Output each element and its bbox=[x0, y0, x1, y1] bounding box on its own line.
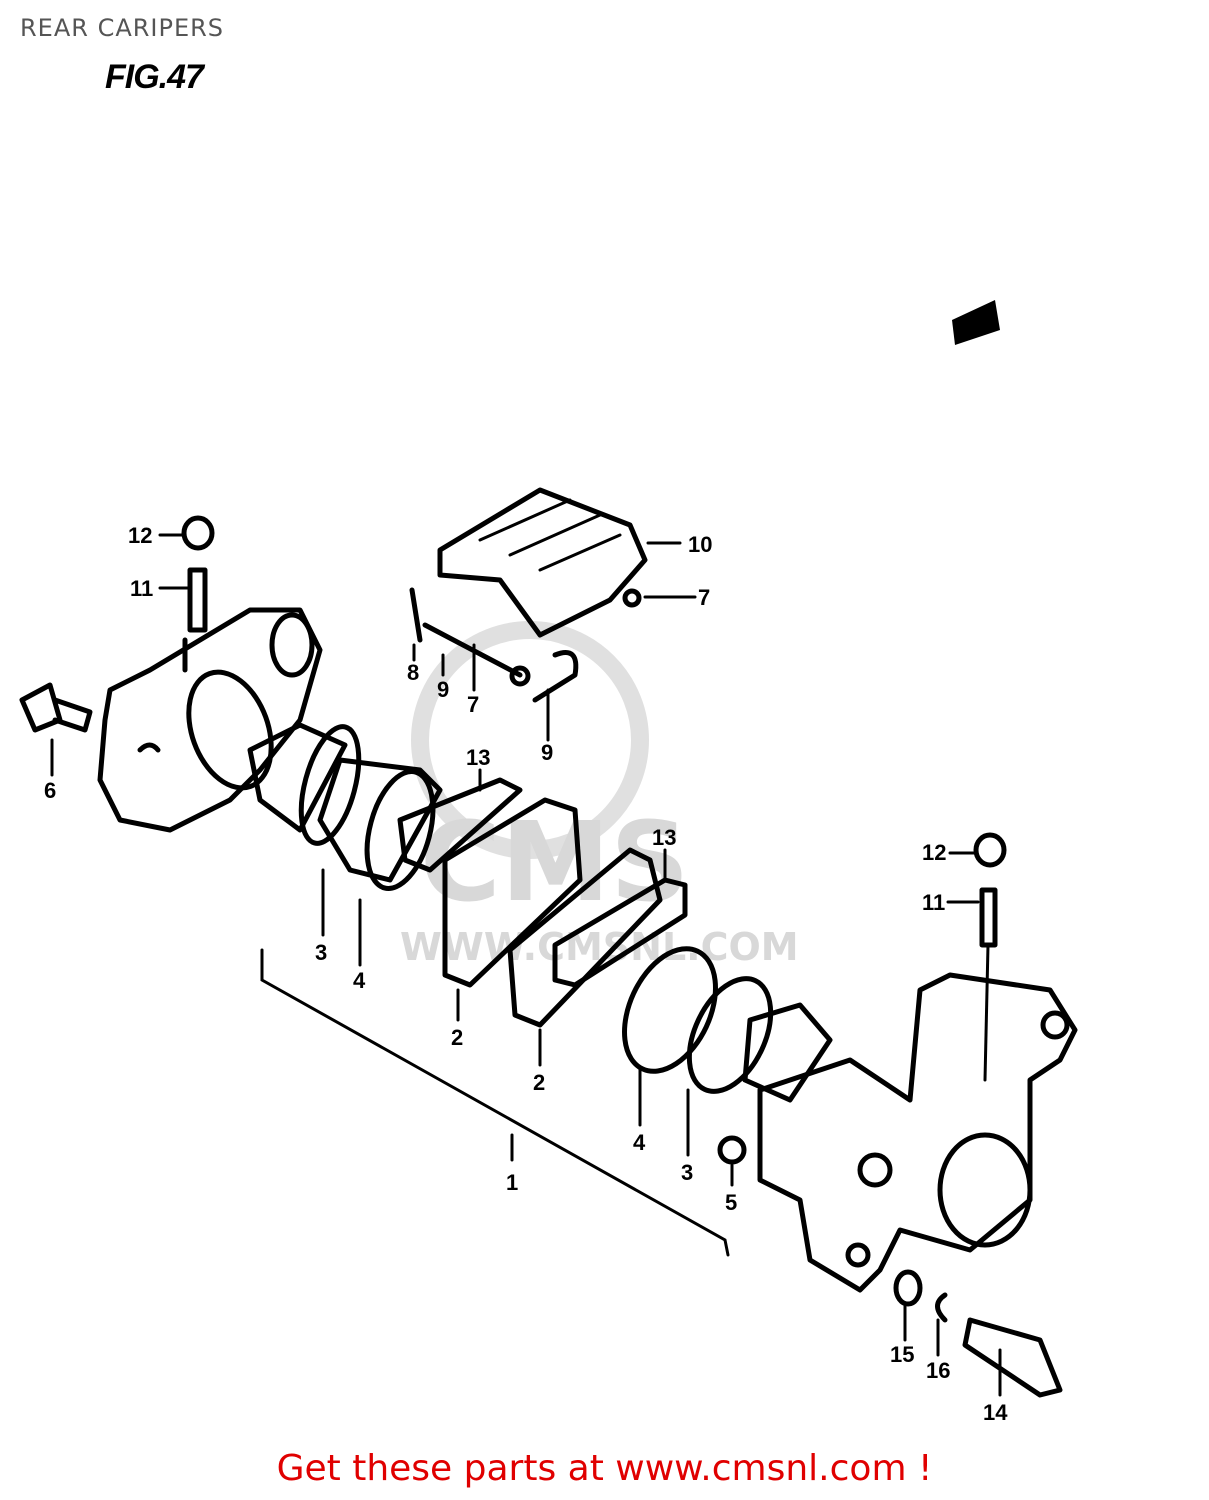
bolt-14 bbox=[893, 1269, 1063, 1398]
label-12b: 12 bbox=[922, 840, 946, 865]
bolt-6 bbox=[19, 682, 93, 733]
label-2a: 2 bbox=[451, 1025, 463, 1050]
watermark: CMS WWW.CMSNL.COM bbox=[400, 621, 799, 969]
label-13a: 13 bbox=[466, 745, 490, 770]
label-3a: 3 bbox=[315, 940, 327, 965]
label-5: 5 bbox=[725, 1190, 737, 1215]
page-title: REAR CARIPERS bbox=[20, 14, 225, 42]
assembly-bracket bbox=[260, 948, 730, 1257]
label-14: 14 bbox=[983, 1400, 1008, 1425]
label-2b: 2 bbox=[533, 1070, 545, 1095]
label-1: 1 bbox=[506, 1170, 518, 1195]
label-11: 11 bbox=[130, 576, 153, 601]
label-9a: 9 bbox=[437, 677, 449, 702]
pad-spring-10 bbox=[437, 487, 648, 638]
right-bleeder-cap bbox=[973, 832, 1007, 1082]
label-4b: 4 bbox=[633, 1130, 646, 1155]
right-caliper-body bbox=[757, 972, 1078, 1293]
label-13b: 13 bbox=[652, 825, 676, 850]
left-caliper-body bbox=[97, 607, 323, 833]
label-15: 15 bbox=[890, 1342, 914, 1367]
label-6: 6 bbox=[44, 778, 56, 803]
label-3b: 3 bbox=[681, 1160, 693, 1185]
label-11b: 11 bbox=[922, 890, 945, 915]
label-9b: 9 bbox=[541, 740, 553, 765]
footer-link[interactable]: Get these parts at www.cmsnl.com ! bbox=[276, 1448, 933, 1489]
label-4a: 4 bbox=[353, 968, 366, 993]
part-labels: 12 11 6 10 7 8 9 7 9 13 13 3 4 2 2 4 3 5… bbox=[44, 523, 1008, 1425]
leader-lines bbox=[50, 533, 1002, 1397]
figure-number: FIG.47 bbox=[105, 58, 204, 96]
label-8: 8 bbox=[407, 660, 419, 685]
label-16: 16 bbox=[926, 1358, 950, 1383]
left-bleeder-cap bbox=[181, 515, 215, 633]
label-7a: 7 bbox=[698, 585, 710, 610]
stamp-mark bbox=[952, 300, 1000, 345]
label-7b: 7 bbox=[467, 692, 479, 717]
label-12: 12 bbox=[128, 523, 152, 548]
label-10: 10 bbox=[688, 532, 712, 557]
right-piston bbox=[622, 946, 833, 1165]
left-piston bbox=[247, 722, 443, 891]
